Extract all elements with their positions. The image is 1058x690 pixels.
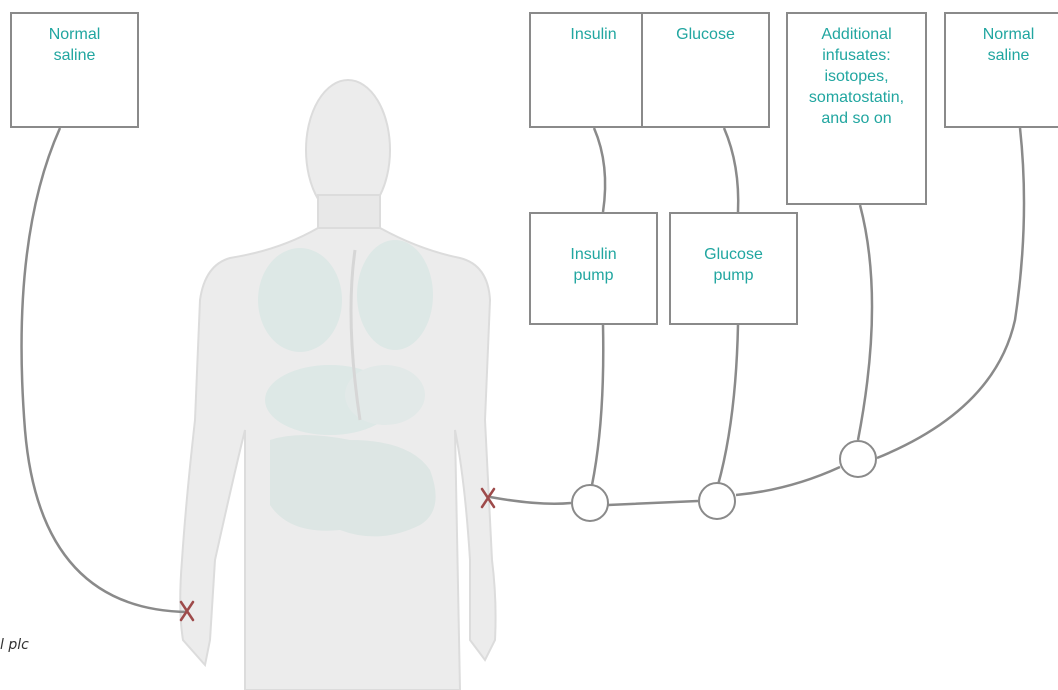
line-insulin — [594, 128, 605, 212]
box-normal-saline-right: Normal saline — [944, 12, 1058, 128]
lung-right — [357, 240, 433, 350]
line-glucose — [724, 128, 738, 212]
box-glucose-pump: Glucose pump — [669, 212, 798, 325]
connector-3 — [840, 441, 876, 477]
box-insulin-pump: Insulin pump — [529, 212, 658, 325]
human-figure — [180, 80, 495, 690]
image-credit: l plc — [0, 637, 29, 653]
line-insulin-pump — [592, 325, 603, 485]
box-glucose: Glucose — [641, 12, 770, 128]
line-left-saline — [22, 128, 188, 612]
box-insulin: Insulin — [529, 12, 658, 128]
box-additional-infusates: Additional infusates: isotopes, somatost… — [786, 12, 927, 205]
connector-1 — [572, 485, 608, 521]
box-normal-saline-left: Normal saline — [10, 12, 139, 128]
line-glucose-pump — [718, 325, 738, 485]
line-additional — [858, 205, 872, 440]
lung-left — [258, 248, 342, 352]
line-main — [490, 467, 840, 505]
connector-2 — [699, 483, 735, 519]
